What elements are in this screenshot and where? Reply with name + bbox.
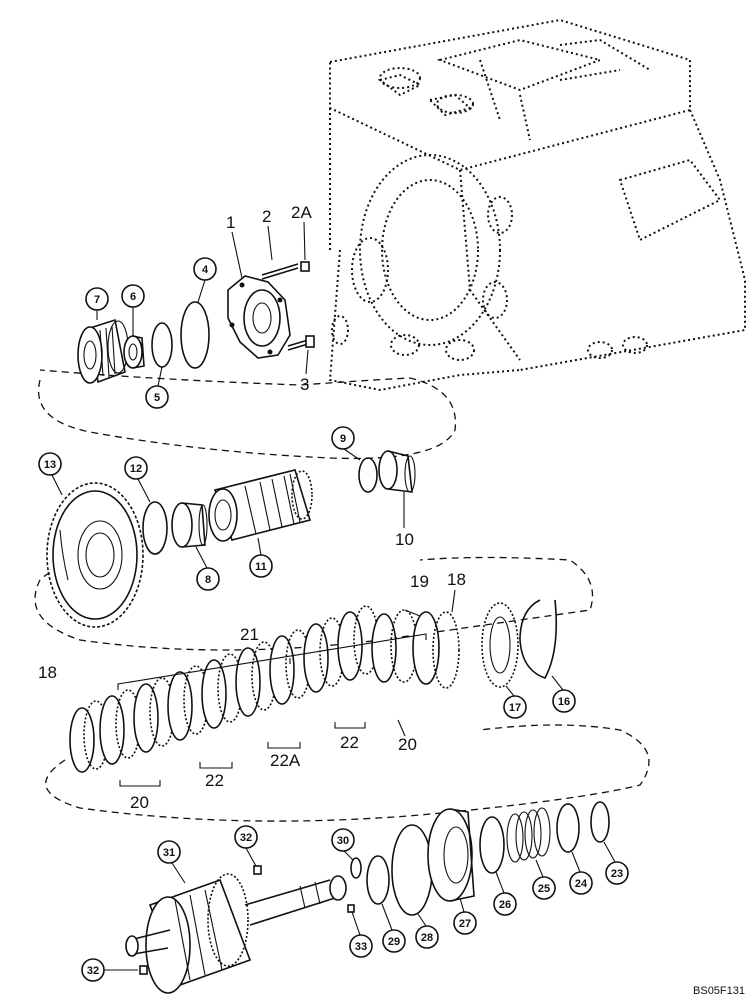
svg-text:16: 16 [558,696,570,708]
callout-12: 12 [124,456,151,503]
figure-code: BS05F131 [693,985,745,997]
svg-text:13: 13 [44,459,56,471]
callout-32-lower: 32 [81,958,105,982]
callout-5: 5 [145,366,169,409]
label-part-2: 2 [262,207,271,226]
label-part-22A: 22A [270,751,301,770]
plate-part-17 [481,602,519,688]
bearing-part-7 [77,318,129,384]
callout-16: 16 [551,675,576,713]
label-part-2A: 2A [291,203,312,222]
callout-7: 7 [85,287,109,320]
ring-part-9 [358,457,378,493]
svg-text:27: 27 [459,918,471,930]
ring-part-29 [366,855,390,905]
svg-text:33: 33 [355,941,367,953]
retainer-part-24 [556,803,580,853]
stud-part-2 [261,263,299,280]
ball-part-33 [347,904,355,913]
callout-31: 31 [157,840,186,884]
label-brackets [117,589,456,787]
svg-text:29: 29 [388,936,400,948]
cover-part-1 [227,275,291,359]
svg-text:30: 30 [337,835,349,847]
callout-24: 24 [569,851,593,895]
bearing-part-10 [378,450,416,493]
label-part-22-right: 22 [340,733,359,752]
svg-text:31: 31 [163,847,175,859]
callout-30: 30 [331,828,355,861]
group-outline-lower [45,724,650,822]
plain-label-leaders [231,221,405,528]
svg-text:9: 9 [340,433,346,445]
callout-8: 8 [195,546,220,591]
svg-text:17: 17 [509,702,521,714]
bearing-cone-part-8 [171,502,208,548]
callout-13: 13 [38,452,63,496]
leader-32-upper [245,847,257,867]
label-part-20-left: 20 [130,793,149,812]
callout-29: 29 [381,903,406,953]
label-part-22-left: 22 [205,771,224,790]
label-part-20-right: 20 [398,735,417,754]
label-part-19: 19 [410,572,429,591]
label-part-18-right: 18 [447,570,466,589]
ring-part-12 [142,501,168,555]
callout-9: 9 [331,426,361,461]
splined-hub-part-11 [208,469,313,542]
leader-33 [351,911,361,936]
spring-part-25 [506,807,551,863]
callout-26: 26 [493,871,517,916]
nut-part-6 [123,335,145,369]
svg-text:23: 23 [611,868,623,880]
svg-text:32: 32 [87,965,99,977]
bolt-part-3 [287,335,315,351]
label-part-18-left: 18 [38,663,57,682]
plug-part-32-lower [139,965,148,975]
callout-4: 4 [193,257,217,303]
seal-part-28 [391,824,433,916]
svg-text:12: 12 [130,463,142,475]
svg-text:24: 24 [575,878,588,890]
svg-text:11: 11 [255,561,267,573]
callout-25: 25 [532,859,556,900]
svg-text:4: 4 [202,264,209,276]
ring-part-26 [479,816,505,874]
callout-23: 23 [603,841,629,885]
nut-part-2A [300,261,310,272]
svg-text:28: 28 [421,932,433,944]
svg-text:6: 6 [130,291,136,303]
callout-17: 17 [503,685,527,719]
svg-text:26: 26 [499,899,511,911]
snap-ring-part-16 [519,599,558,679]
callout-28: 28 [415,913,439,949]
clutch-pack [69,605,460,773]
plug-part-32-upper [253,865,262,875]
label-part-3: 3 [300,375,309,394]
callout-6: 6 [121,284,145,336]
ring-part-30 [350,857,362,879]
svg-text:7: 7 [94,294,100,306]
piston-part-27 [427,808,475,902]
svg-text:5: 5 [154,392,160,404]
callout-27: 27 [453,897,477,935]
snap-ring-part-5 [151,322,173,368]
svg-text:8: 8 [205,574,211,586]
callout-11: 11 [249,537,273,578]
transmission-housing [328,18,746,392]
svg-text:25: 25 [538,883,550,895]
callout-32-upper: 32 [234,825,258,849]
label-part-1: 1 [226,213,235,232]
callout-33: 33 [349,934,373,958]
label-part-21: 21 [240,625,259,644]
gear-part-13 [46,482,144,628]
o-ring-part-4 [180,301,210,369]
svg-text:32: 32 [240,832,252,844]
label-part-10: 10 [395,530,414,549]
group-outline-upper [38,369,457,460]
snap-ring-part-23 [590,801,610,843]
shaft-drum-part-31 [125,873,347,994]
